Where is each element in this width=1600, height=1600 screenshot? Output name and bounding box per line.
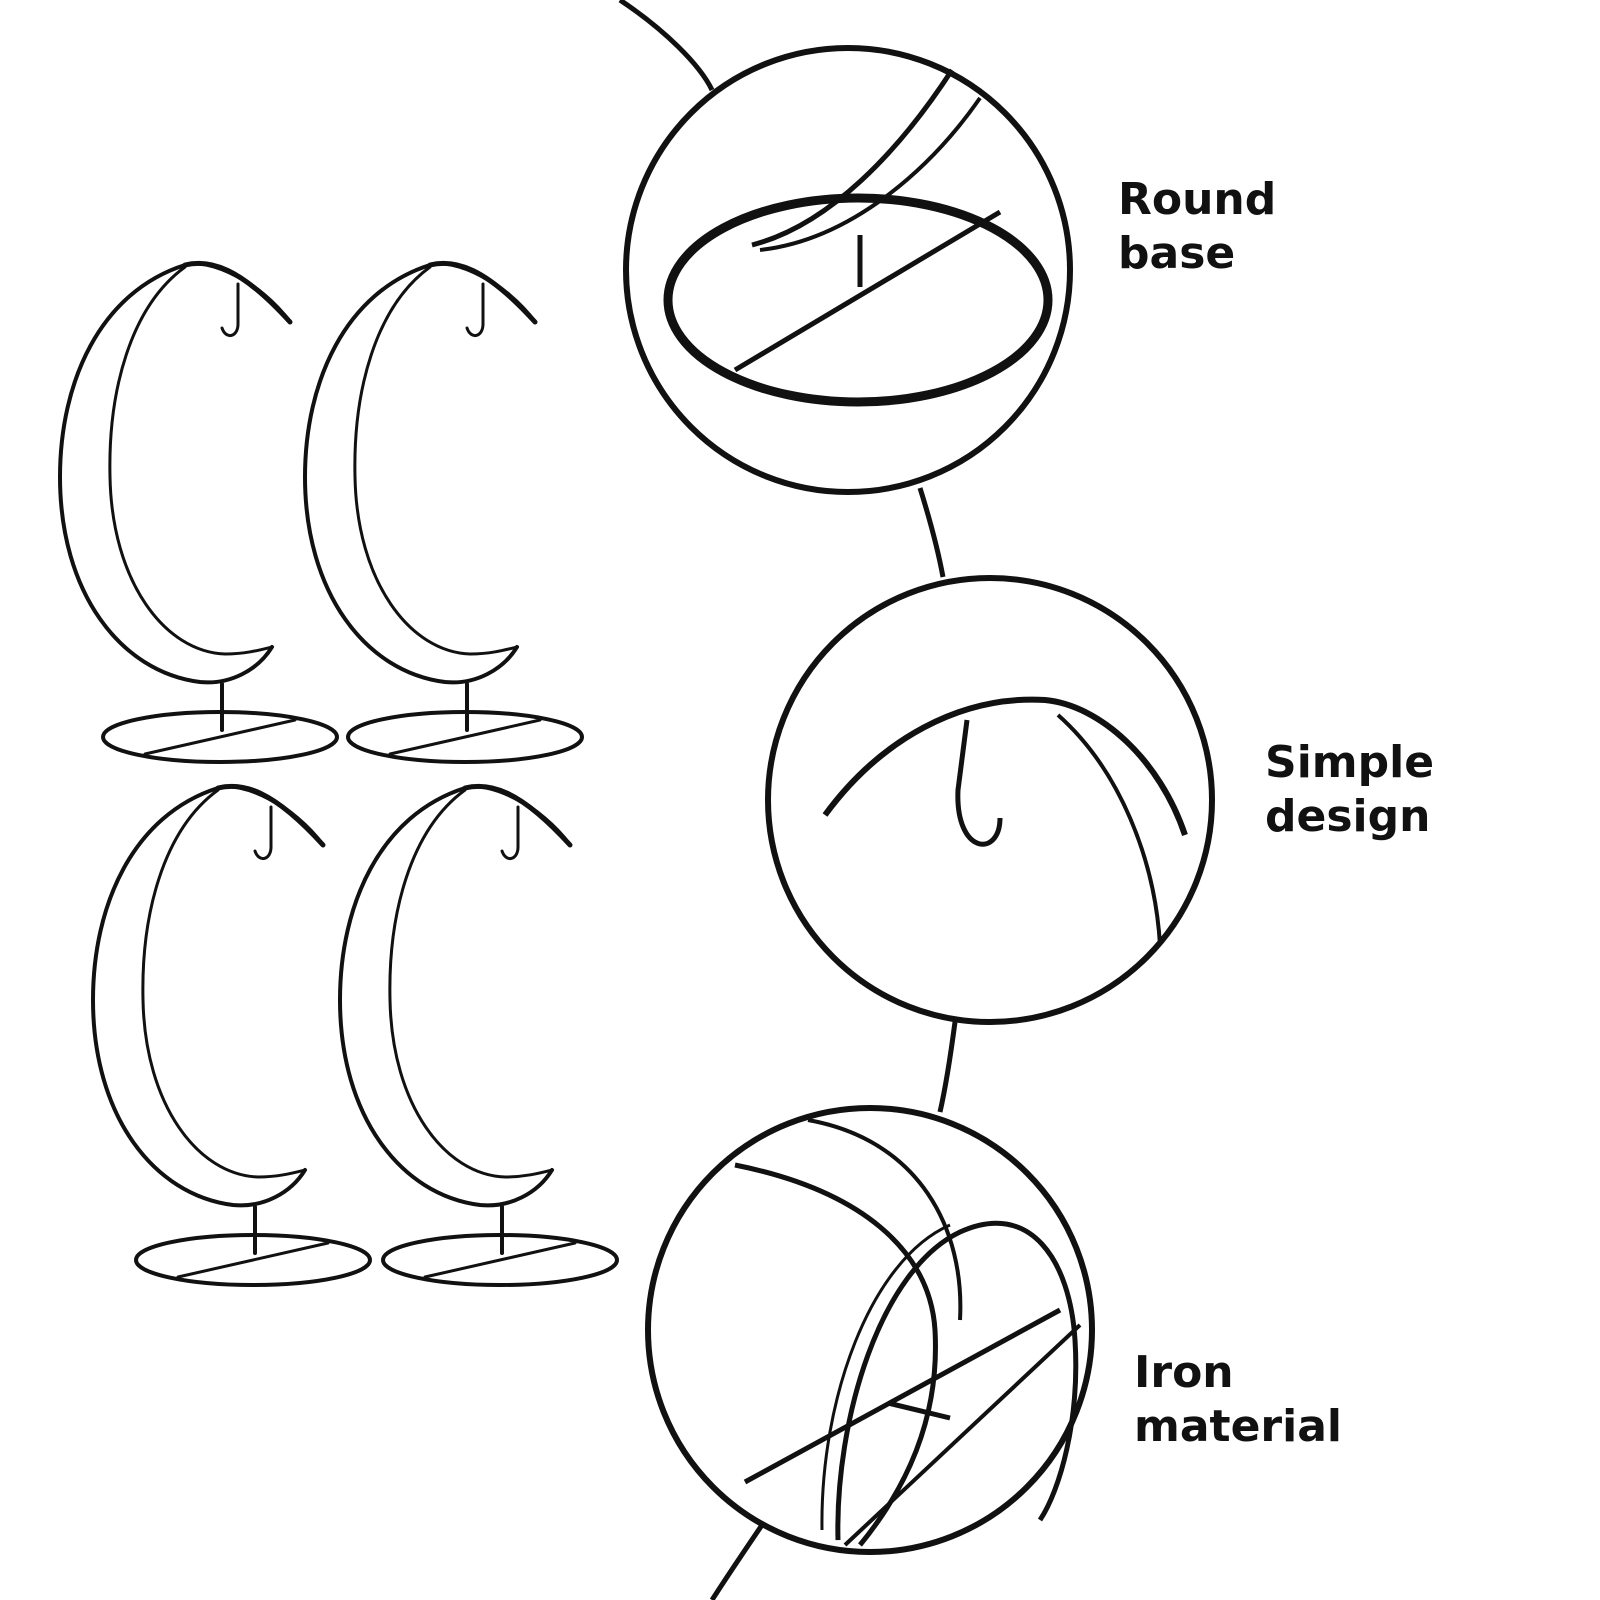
detail-circle-round-base (623, 45, 1073, 495)
ornament-stand (305, 263, 582, 762)
detail-circle-simple-design (765, 575, 1215, 1025)
feature-label-simple-design: Simple design (1265, 737, 1435, 842)
ornament-stand (340, 786, 617, 1285)
feature-label-iron-material: Iron material (1134, 1347, 1342, 1452)
connector-line (618, 0, 958, 1600)
detail-circle-iron-material (645, 1105, 1095, 1555)
feature-label-round-base: Round base (1118, 174, 1277, 279)
ornament-stand (60, 263, 337, 762)
ornament-stand (93, 786, 370, 1285)
